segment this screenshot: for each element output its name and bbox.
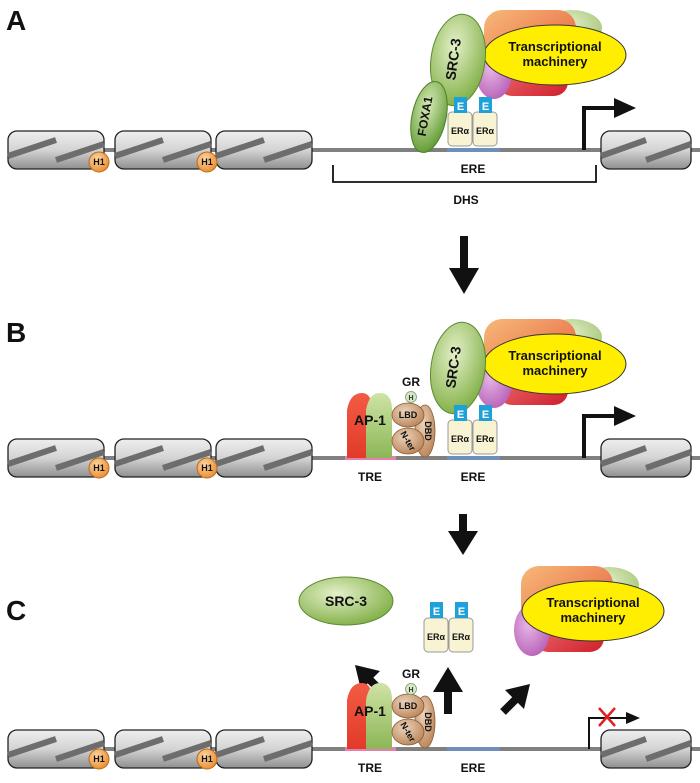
- nucleosome: [601, 439, 691, 477]
- ap1-label: AP-1: [354, 703, 386, 719]
- svg-text:ERα: ERα: [451, 434, 470, 444]
- panel-letter-a: A: [6, 5, 26, 36]
- svg-text:H1: H1: [201, 157, 213, 167]
- dbd-label: DBD: [423, 421, 433, 441]
- hormone-label: H: [408, 687, 413, 694]
- panel-letter-c: C: [6, 595, 26, 626]
- machinery-label-line1: Transcriptional: [546, 595, 639, 610]
- ap1-label: AP-1: [354, 412, 386, 428]
- transition-arrow-e2-dex: [449, 236, 479, 294]
- nucleosome: [216, 439, 312, 477]
- machinery-label-line2: machinery: [560, 610, 626, 625]
- er-alpha-dimer: ERα ERα E E: [447, 97, 498, 147]
- panel-a: A H1 H1 ERE DHS: [6, 5, 700, 207]
- dbd-label: DBD: [423, 712, 433, 732]
- svg-text:SRC-3: SRC-3: [442, 345, 464, 389]
- src3-coactivator: SRC-3: [430, 13, 486, 107]
- ere-label: ERE: [461, 761, 486, 775]
- svg-text:ERα: ERα: [451, 126, 470, 136]
- nucleosome: [601, 730, 691, 768]
- machinery-label-line2: machinery: [522, 363, 588, 378]
- arrow-to-machinery: [500, 684, 530, 715]
- lbd-label: LBD: [399, 701, 418, 711]
- lbd-label: LBD: [399, 410, 418, 420]
- svg-text:H1: H1: [201, 463, 213, 473]
- hormone-label: H: [408, 395, 413, 402]
- machinery-label-line1: Transcriptional: [508, 348, 601, 363]
- nucleosome: [601, 131, 691, 169]
- svg-text:H1: H1: [93, 754, 105, 764]
- transcriptional-machinery-released: Transcriptional machinery: [514, 566, 665, 656]
- transition-arrow-b-c: [448, 514, 478, 555]
- histone-h1: H1: [88, 748, 110, 770]
- ere-label: ERE: [461, 162, 486, 176]
- nucleosome: [115, 730, 211, 768]
- svg-text:SRC-3: SRC-3: [325, 593, 367, 609]
- foxa1-factor: FOXA1: [410, 81, 448, 153]
- panel-b: B H1 H1 TRE ERE Transcriptional: [6, 317, 700, 484]
- machinery-label-line1: Transcriptional: [508, 39, 601, 54]
- histone-h1: H1: [196, 457, 218, 479]
- blocked-tss-arrow: [588, 707, 640, 749]
- estrogen-label: E: [433, 606, 440, 618]
- er-alpha-dimer: ERα ERα E E: [447, 405, 498, 455]
- histone-h1: H1: [88, 151, 110, 173]
- src3-released: SRC-3: [298, 576, 394, 626]
- gr-label: GR: [402, 667, 420, 681]
- tss-arrow: [582, 98, 636, 150]
- panel-letter-b: B: [6, 317, 26, 348]
- svg-text:ERα: ERα: [427, 632, 446, 642]
- estrogen-label: E: [457, 101, 464, 113]
- estrogen-label: E: [482, 101, 489, 113]
- transcriptional-machinery: Transcriptional machinery: [476, 10, 627, 99]
- ap1-complex: AP-1: [347, 393, 392, 458]
- histone-h1: H1: [88, 457, 110, 479]
- ap1-complex: AP-1: [347, 683, 392, 749]
- estrogen-label: E: [482, 409, 489, 421]
- svg-text:SRC-3: SRC-3: [442, 37, 464, 81]
- histone-h1: H1: [196, 748, 218, 770]
- svg-text:ERα: ERα: [476, 126, 495, 136]
- histone-h1: H1: [196, 151, 218, 173]
- src3-coactivator: SRC-3: [430, 321, 486, 415]
- svg-text:H1: H1: [93, 463, 105, 473]
- tre-label: TRE: [358, 761, 382, 775]
- estrogen-label: E: [458, 606, 465, 618]
- svg-text:H1: H1: [201, 754, 213, 764]
- er-alpha-dimer-released: ERα ERα E E: [423, 602, 474, 653]
- nucleosome: [216, 131, 312, 169]
- svg-text:H1: H1: [93, 157, 105, 167]
- svg-text:ERα: ERα: [476, 434, 495, 444]
- tre-label: TRE: [358, 470, 382, 484]
- tss-arrow: [582, 406, 636, 458]
- arrow-to-er: [433, 667, 463, 714]
- transcriptional-machinery: Transcriptional machinery: [476, 319, 627, 408]
- svg-text:FOXA1: FOXA1: [415, 95, 436, 137]
- glucocorticoid-receptor: GR DBD LBD N-ter H: [391, 375, 436, 458]
- estrogen-label: E: [457, 409, 464, 421]
- panel-c: C H1 H1 TRE ERE SRC-3: [6, 566, 700, 775]
- svg-text:ERα: ERα: [452, 632, 471, 642]
- dhs-label: DHS: [453, 193, 478, 207]
- nucleosome: [216, 730, 312, 768]
- gr-label: GR: [402, 375, 420, 389]
- ere-label: ERE: [461, 470, 486, 484]
- nucleosome: [115, 439, 211, 477]
- dhs-bracket: [332, 165, 597, 183]
- glucocorticoid-receptor: GR DBD LBD N-ter H: [391, 667, 436, 749]
- machinery-label-line2: machinery: [522, 54, 588, 69]
